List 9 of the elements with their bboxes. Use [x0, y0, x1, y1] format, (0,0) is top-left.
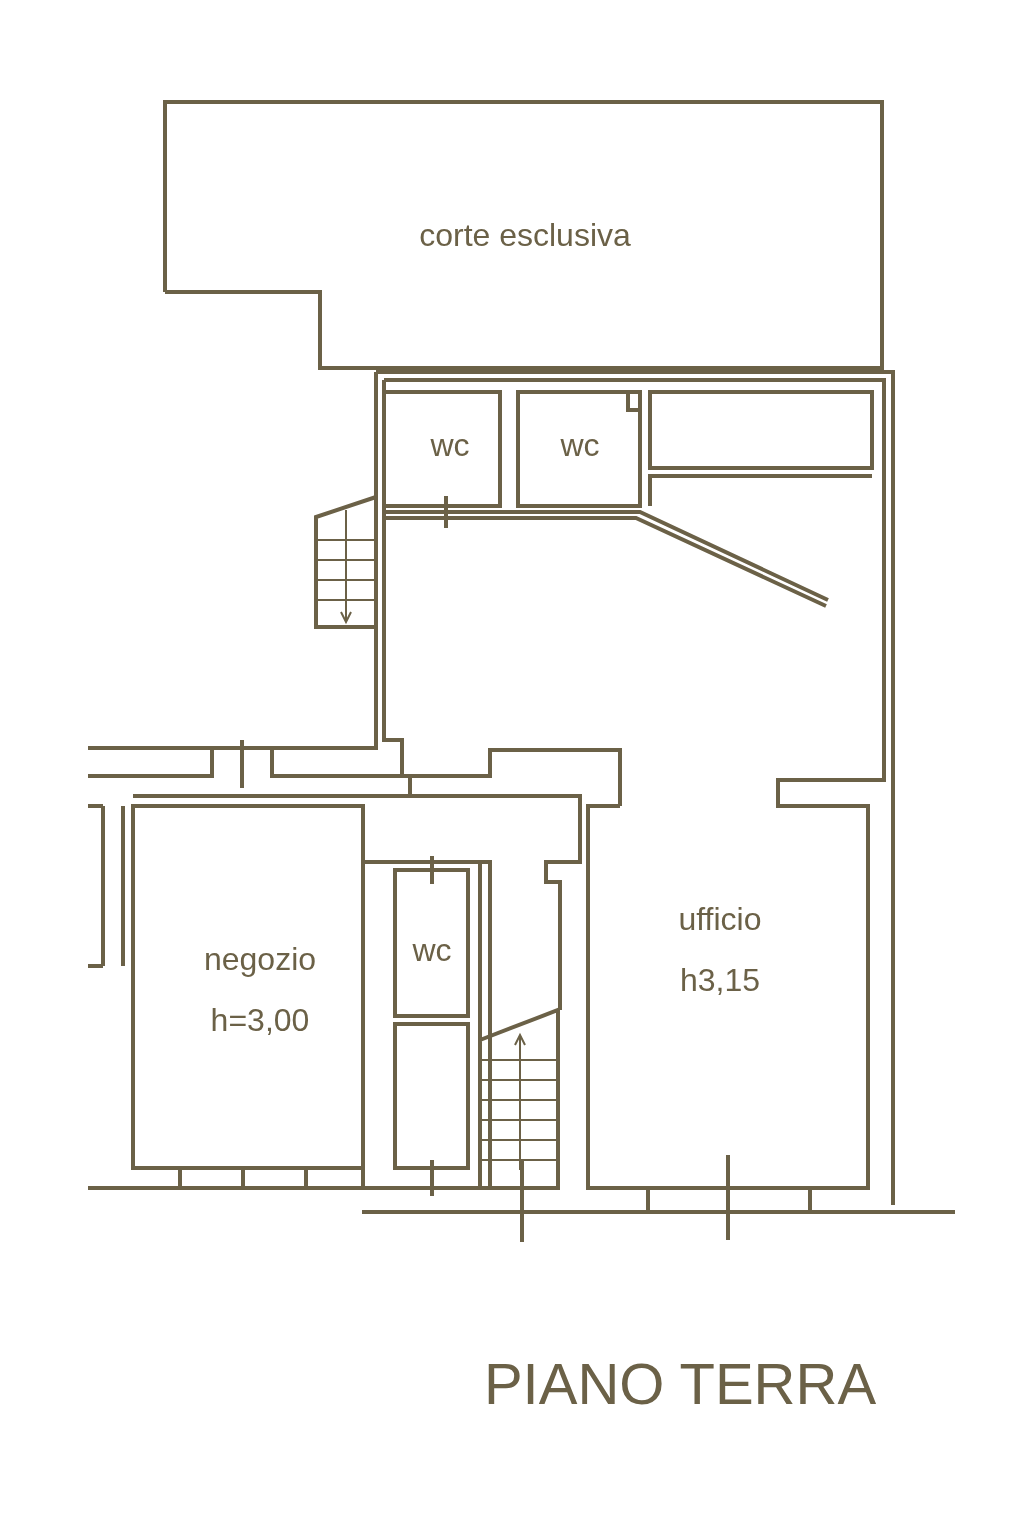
- room-label: wc: [430, 425, 470, 465]
- floor-plan-title: PIANO TERRA: [482, 1350, 878, 1417]
- room-label: corte esclusiva: [419, 215, 631, 255]
- room-label: wc: [560, 425, 600, 465]
- room-label: negozio: [203, 940, 317, 980]
- room-label: wc: [412, 930, 452, 970]
- ceiling-height-label: h3,15: [679, 961, 761, 1000]
- ceiling-height-label: h=3,00: [210, 1001, 310, 1040]
- room-label: ufficio: [678, 900, 762, 940]
